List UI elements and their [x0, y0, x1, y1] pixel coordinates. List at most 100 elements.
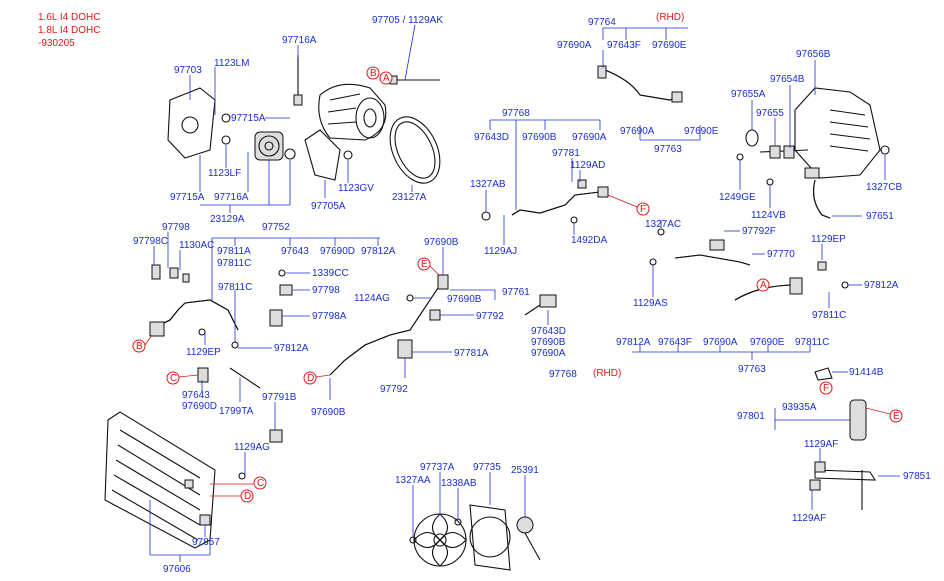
label-97690A-4: 97690A: [531, 348, 566, 359]
label-23127A: 23127A: [392, 192, 427, 203]
leader-lines-evaporator: [739, 60, 886, 217]
leader-lines-97761: [329, 247, 549, 400]
callout-d-liquid-text: D: [307, 373, 314, 384]
callout-a-compressor: [379, 71, 393, 85]
label-97791B: 97791B: [262, 392, 297, 403]
label-97798-b: 97798: [312, 285, 340, 296]
label-97781: 97781: [552, 148, 580, 159]
label-97643-a: 97643: [281, 246, 309, 257]
label-97763-bot: 97763: [738, 364, 766, 375]
label-1327AA: 1327AA: [395, 475, 431, 486]
label-97643F-2: 97643F: [658, 337, 692, 348]
callout-c-condenser-2-text: C: [257, 478, 264, 489]
label-97792-a: 97792: [476, 311, 504, 322]
fittings-right: [817, 244, 862, 308]
callout-b-hose-text: B: [136, 341, 143, 352]
leader-lines-97770: [632, 220, 811, 360]
label-97811C-b: 97811C: [218, 282, 252, 293]
label-97705-1129AK: 97705 / 1129AK: [372, 15, 443, 26]
hose-97768-top: [481, 179, 609, 224]
hose-97764: [597, 65, 683, 103]
label-97768-top: 97768: [502, 108, 530, 119]
label-97801: 97801: [737, 411, 765, 422]
label-1130AC: 1130AC: [179, 240, 214, 251]
label-97716A-top: 97716A: [282, 35, 317, 46]
label-1249GE: 1249GE: [719, 192, 756, 203]
callout-d-liquid: [303, 371, 317, 385]
callout-e-drier: [889, 409, 903, 423]
label-97752: 97752: [262, 222, 290, 233]
label-23129A: 23129A: [210, 214, 245, 225]
callout-c-condenser-2: [253, 476, 267, 490]
leader-lines-fan: [412, 472, 526, 537]
label-97716A-bot: 97716A: [214, 192, 249, 203]
label-97690E-3: 97690E: [750, 337, 785, 348]
label-97811C-a: 97811C: [217, 258, 251, 269]
label-97643F-1: 97643F: [607, 40, 641, 51]
label-1799TA: 1799TA: [219, 406, 254, 417]
label-97690B-5: 97690B: [531, 337, 566, 348]
label-91414B: 91414B: [849, 367, 884, 378]
label-1123LF: 1123LF: [208, 168, 241, 179]
label-1123GV: 1123GV: [338, 183, 374, 194]
label-97764: 97764: [588, 17, 616, 28]
callout-f-97768-text: F: [640, 204, 646, 215]
label-97798A: 97798A: [312, 311, 347, 322]
label-97690D-c: 97690D: [182, 401, 217, 412]
leader-lines-drier: [774, 371, 900, 510]
rhd-note-bottom: (RHD): [593, 368, 621, 379]
label-1129AS: 1129AS: [633, 298, 668, 309]
label-97735: 97735: [473, 462, 501, 473]
label-97812A-l: 97812A: [274, 343, 309, 354]
label-97655A: 97655A: [731, 89, 766, 100]
callout-a-compressor-text: A: [383, 73, 390, 84]
label-25391: 25391: [511, 465, 539, 476]
label-1129AF-1: 1129AF: [804, 439, 838, 450]
label-97654B: 97654B: [770, 74, 805, 85]
label-97851: 97851: [903, 471, 931, 482]
label-97792F: 97792F: [742, 226, 776, 237]
label-97690E-2: 97690E: [684, 126, 719, 137]
label-1124AG: 1124AG: [354, 293, 390, 304]
callout-c-condenser-text: C: [170, 373, 177, 384]
label-1492DA: 1492DA: [571, 235, 607, 246]
label-97643D-1: 97643D: [474, 132, 509, 143]
label-97811C-m: 97811C: [795, 337, 829, 348]
label-93935A: 93935A: [782, 402, 817, 413]
label-97643-c: 97643: [182, 390, 210, 401]
label-97606: 97606: [163, 564, 191, 575]
label-97811A: 97811A: [217, 246, 251, 257]
leader-lines-compressor: [189, 24, 416, 213]
label-97703: 97703: [174, 65, 202, 76]
label-97715A-bot: 97715A: [170, 192, 205, 203]
label-1129AD: 1129AD: [570, 160, 605, 171]
label-1327AB: 1327AB: [470, 179, 506, 190]
label-1327AC: 1327AC: [645, 219, 681, 230]
evaporator-housing: [736, 87, 890, 219]
label-97690E-1: 97690E: [652, 40, 687, 51]
label-97770: 97770: [767, 249, 795, 260]
callout-a-97770-text: A: [760, 280, 767, 291]
label-97690D-a: 97690D: [320, 246, 355, 257]
leader-lines-condenser: [149, 378, 276, 562]
serial-label: -930205: [38, 38, 75, 49]
label-97715A-mid: 97715A: [231, 113, 266, 124]
callout-f-drier-text: F: [823, 383, 829, 394]
label-97761: 97761: [502, 287, 530, 298]
engine-label-2: 1.8L I4 DOHC: [38, 25, 100, 36]
label-1129AJ: 1129AJ: [484, 246, 517, 257]
label-97798C: 97798C: [133, 236, 168, 247]
label-97705A: 97705A: [311, 201, 346, 212]
callout-f-97768: [636, 202, 650, 216]
label-97690B-4: 97690B: [311, 407, 346, 418]
hose-97752: [149, 264, 293, 349]
callout-a-97770: [756, 278, 770, 292]
leader-lines-97764: [602, 27, 701, 141]
callout-f-drier: [819, 381, 833, 395]
label-97643D-2: 97643D: [531, 326, 566, 337]
label-97690B-2: 97690B: [424, 237, 459, 248]
label-97792-b: 97792: [380, 384, 408, 395]
label-97655: 97655: [756, 108, 784, 119]
label-1129AG: 1129AG: [234, 442, 270, 453]
callout-c-condenser: [166, 371, 180, 385]
